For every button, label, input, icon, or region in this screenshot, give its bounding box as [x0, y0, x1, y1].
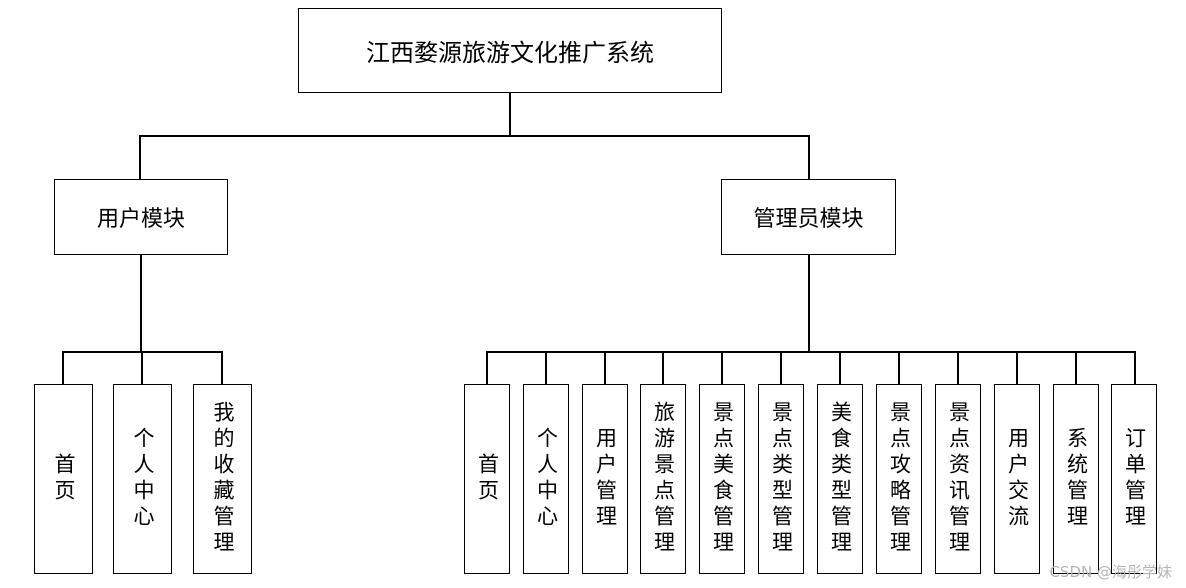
- connector-line: [486, 351, 488, 385]
- user-child-node: 首页: [34, 384, 93, 574]
- admin-module-node: 管理员模块: [721, 179, 896, 255]
- root-node: 江西婺源旅游文化推广系统: [298, 8, 722, 93]
- admin-child-node: 用户管理: [582, 384, 628, 574]
- connector-line: [221, 351, 223, 385]
- connector-line: [1016, 351, 1018, 385]
- connector-line: [604, 351, 606, 385]
- connector-line: [662, 351, 664, 385]
- connector-line: [1134, 351, 1136, 385]
- connector-line: [486, 351, 1136, 353]
- user-child-node: 个人中心: [113, 384, 172, 574]
- connector-line: [957, 351, 959, 385]
- admin-child-node: 个人中心: [523, 384, 569, 574]
- connector-line: [808, 135, 810, 180]
- connector-line: [1075, 351, 1077, 385]
- connector-line: [545, 351, 547, 385]
- connector-line: [139, 135, 141, 180]
- connector-line: [141, 351, 143, 385]
- connector-line: [721, 351, 723, 385]
- connector-line: [808, 254, 810, 352]
- connector-line: [898, 351, 900, 385]
- admin-child-node: 美食类型管理: [817, 384, 863, 574]
- connector-line: [780, 351, 782, 385]
- connector-line: [140, 254, 142, 352]
- watermark-text: CSDN @海彤学妹: [1049, 563, 1172, 581]
- connector-line: [509, 92, 511, 136]
- admin-child-node: 系统管理: [1053, 384, 1099, 574]
- user-module-node: 用户模块: [54, 179, 228, 255]
- connector-line: [839, 351, 841, 385]
- admin-child-node: 旅游景点管理: [640, 384, 686, 574]
- admin-child-node: 景点类型管理: [758, 384, 804, 574]
- admin-child-node: 景点美食管理: [699, 384, 745, 574]
- admin-child-node: 景点资讯管理: [935, 384, 981, 574]
- connector-line: [62, 351, 64, 385]
- admin-child-node: 用户交流: [994, 384, 1040, 574]
- admin-child-node: 订单管理: [1111, 384, 1157, 574]
- admin-child-node: 景点攻略管理: [876, 384, 922, 574]
- user-child-node: 我的收藏管理: [193, 384, 252, 574]
- connector-line: [139, 135, 810, 137]
- admin-child-node: 首页: [464, 384, 510, 574]
